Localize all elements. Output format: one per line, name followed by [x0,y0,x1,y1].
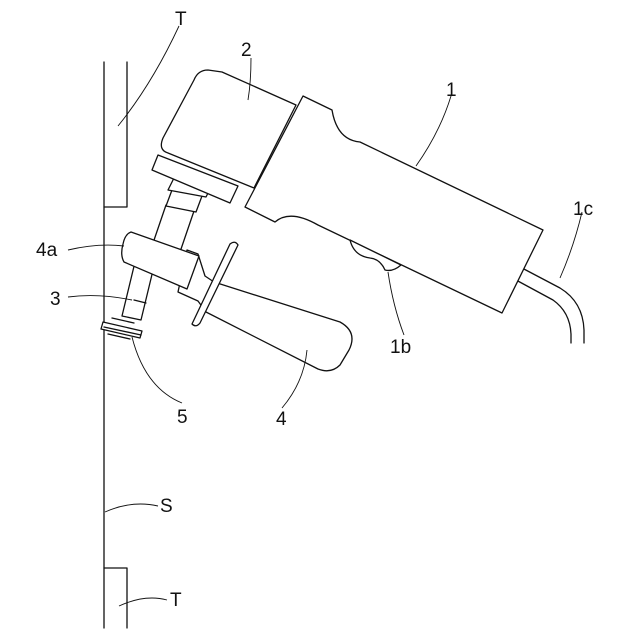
label-upper-member: T [175,9,187,30]
leader-shaft [68,296,132,300]
label-lower-member: T [170,590,182,611]
label-cutter: 5 [177,407,188,428]
leader-wall-surface [105,504,158,512]
leader-tool-body [416,96,451,166]
lower-member [104,568,127,628]
label-shaft: 3 [50,289,61,310]
handle [178,242,352,371]
label-handle-ring: 4a [36,240,58,261]
cutter [101,318,142,339]
label-tool-body: 1 [446,80,457,101]
cord [516,268,584,343]
label-wall-surface: S [160,496,173,517]
leader-lower-member [119,598,167,606]
label-switch: 1b [390,337,411,358]
leader-cord [560,212,582,278]
leader-handle-ring [68,245,124,250]
label-motor-head: 2 [241,40,252,61]
label-cord: 1c [573,199,593,220]
leader-switch [388,272,404,335]
tool-body [245,96,543,313]
upper-member [104,62,127,207]
label-handle: 4 [276,409,287,430]
leader-cutter [132,337,182,403]
